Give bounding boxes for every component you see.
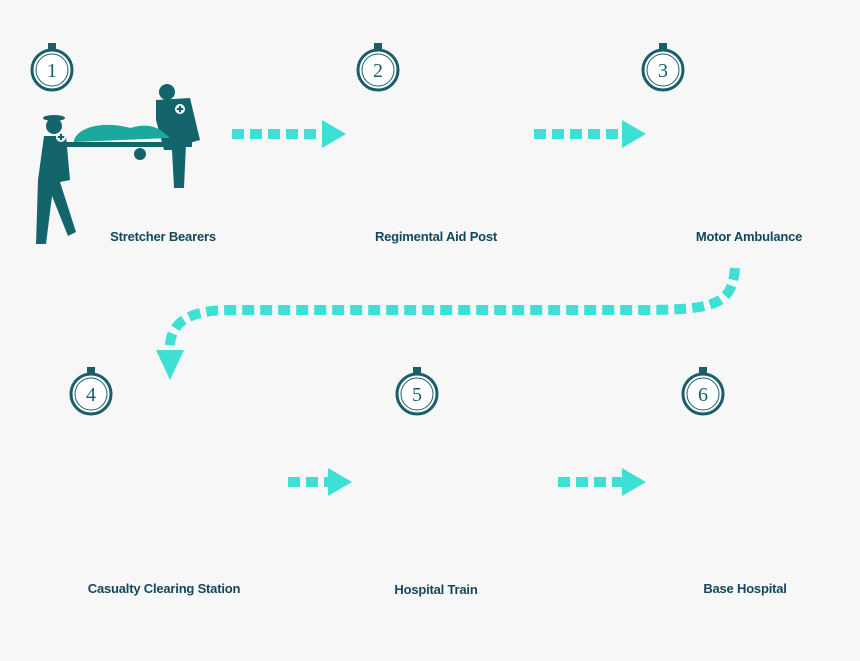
step-4-label: Casualty Clearing Station	[87, 581, 241, 596]
step-1-stopwatch-icon: 1	[30, 43, 74, 92]
step-5-stopwatch-icon: 5	[395, 367, 439, 416]
arrow-4-to-5-dotted-arrow-icon	[288, 468, 352, 496]
step-4-number: 4	[86, 384, 96, 406]
step-6-stopwatch-icon: 6	[681, 367, 725, 416]
step-5-number: 5	[412, 384, 422, 406]
step-3-stopwatch-icon: 3	[641, 43, 685, 92]
step-5-label: Hospital Train	[394, 582, 478, 597]
arrow-5-to-6-dotted-arrow-icon	[558, 468, 646, 496]
step-2-stopwatch-icon: 2	[356, 43, 400, 92]
step-4-stopwatch-icon: 4	[69, 367, 113, 416]
step-6-number: 6	[698, 384, 708, 406]
arrow-2-to-3-dotted-arrow-icon	[534, 120, 646, 148]
step-3-label: Motor Ambulance	[695, 229, 803, 244]
arrow-1-to-2-dotted-arrow-icon	[232, 120, 346, 148]
step-3-number: 3	[658, 60, 668, 82]
stretcher-bearers-illustration	[36, 84, 200, 244]
step-6-label: Base Hospital	[703, 581, 787, 596]
step-2-number: 2	[373, 60, 383, 82]
step-2-label: Regimental Aid Post	[374, 229, 498, 244]
step-1-number: 1	[47, 60, 57, 82]
step-1-label: Stretcher Bearers	[110, 229, 216, 244]
arrow-3-to-4-dotted-arrow-icon	[156, 267, 740, 380]
